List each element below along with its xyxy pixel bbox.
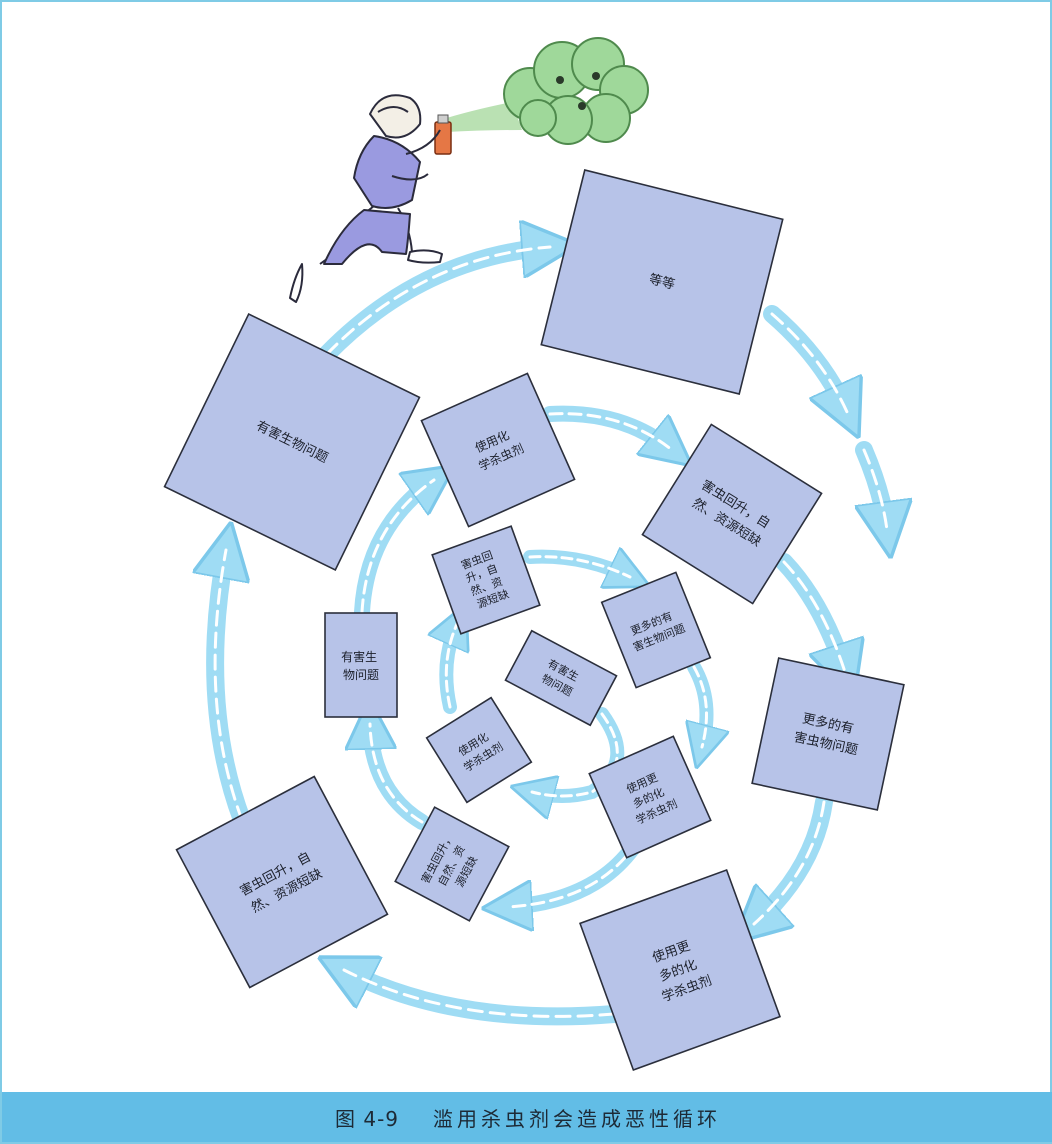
inner-arrow-left [446,624,457,707]
inner-arrow-top [530,557,630,577]
mid-arrow-left-down [370,724,422,822]
box-mid-top: 使用化 学杀虫剂 [421,373,574,526]
box-outer-bottom-right: 使用更 多的化 学杀虫剂 [580,870,780,1070]
mid-arrow-left-up [362,480,434,612]
man-figure [290,95,442,302]
box-inner-bottom-right: 使用更 多的化 学杀虫剂 [589,736,710,857]
mid-arrow-bottom [507,842,637,907]
box-inner-top: 害虫回 升，自 然、资 源短缺 [432,526,540,634]
outer-arrow-left [215,550,242,820]
vicious-cycle-diagram: 等等 有害生物问题 害虫回升，自 然、资源短缺 更多的有 害虫物问题 [2,2,1052,1092]
box-outer-top: 等等 [541,170,782,394]
inner-arrow-right [694,667,707,747]
cycle-boxes: 等等 有害生物问题 害虫回升，自 然、资源短缺 更多的有 害虫物问题 [165,170,904,1070]
box-mid-left: 有害生 物问题 [325,613,397,717]
outer-arrow-right-gap [864,450,887,530]
box-outer-bottom-left: 害虫回升，自 然、资源短缺 [177,777,388,988]
box-mid-left-line-2: 物问题 [343,668,379,682]
outer-arrow-bottom [344,970,614,1016]
box-outer-right: 更多的有 害虫物问题 [752,658,904,810]
figure-number: 图 4-9 [335,1103,399,1132]
outer-arrow-right-upper [772,314,847,412]
figure-caption: 滥用杀虫剂会造成恶性循环 [433,1103,721,1132]
outer-arrow-right-lower [784,562,845,672]
box-center-left: 使用化 学杀虫剂 [427,698,532,803]
outer-arrow-bottom-right [754,802,824,924]
box-mid-left-line-1: 有害生 [341,649,377,664]
mid-arrow-top [550,414,672,450]
figure-caption-bar: 图 4-9 滥用杀虫剂会造成恶性循环 [2,1092,1052,1142]
spray-cloud [440,38,648,144]
